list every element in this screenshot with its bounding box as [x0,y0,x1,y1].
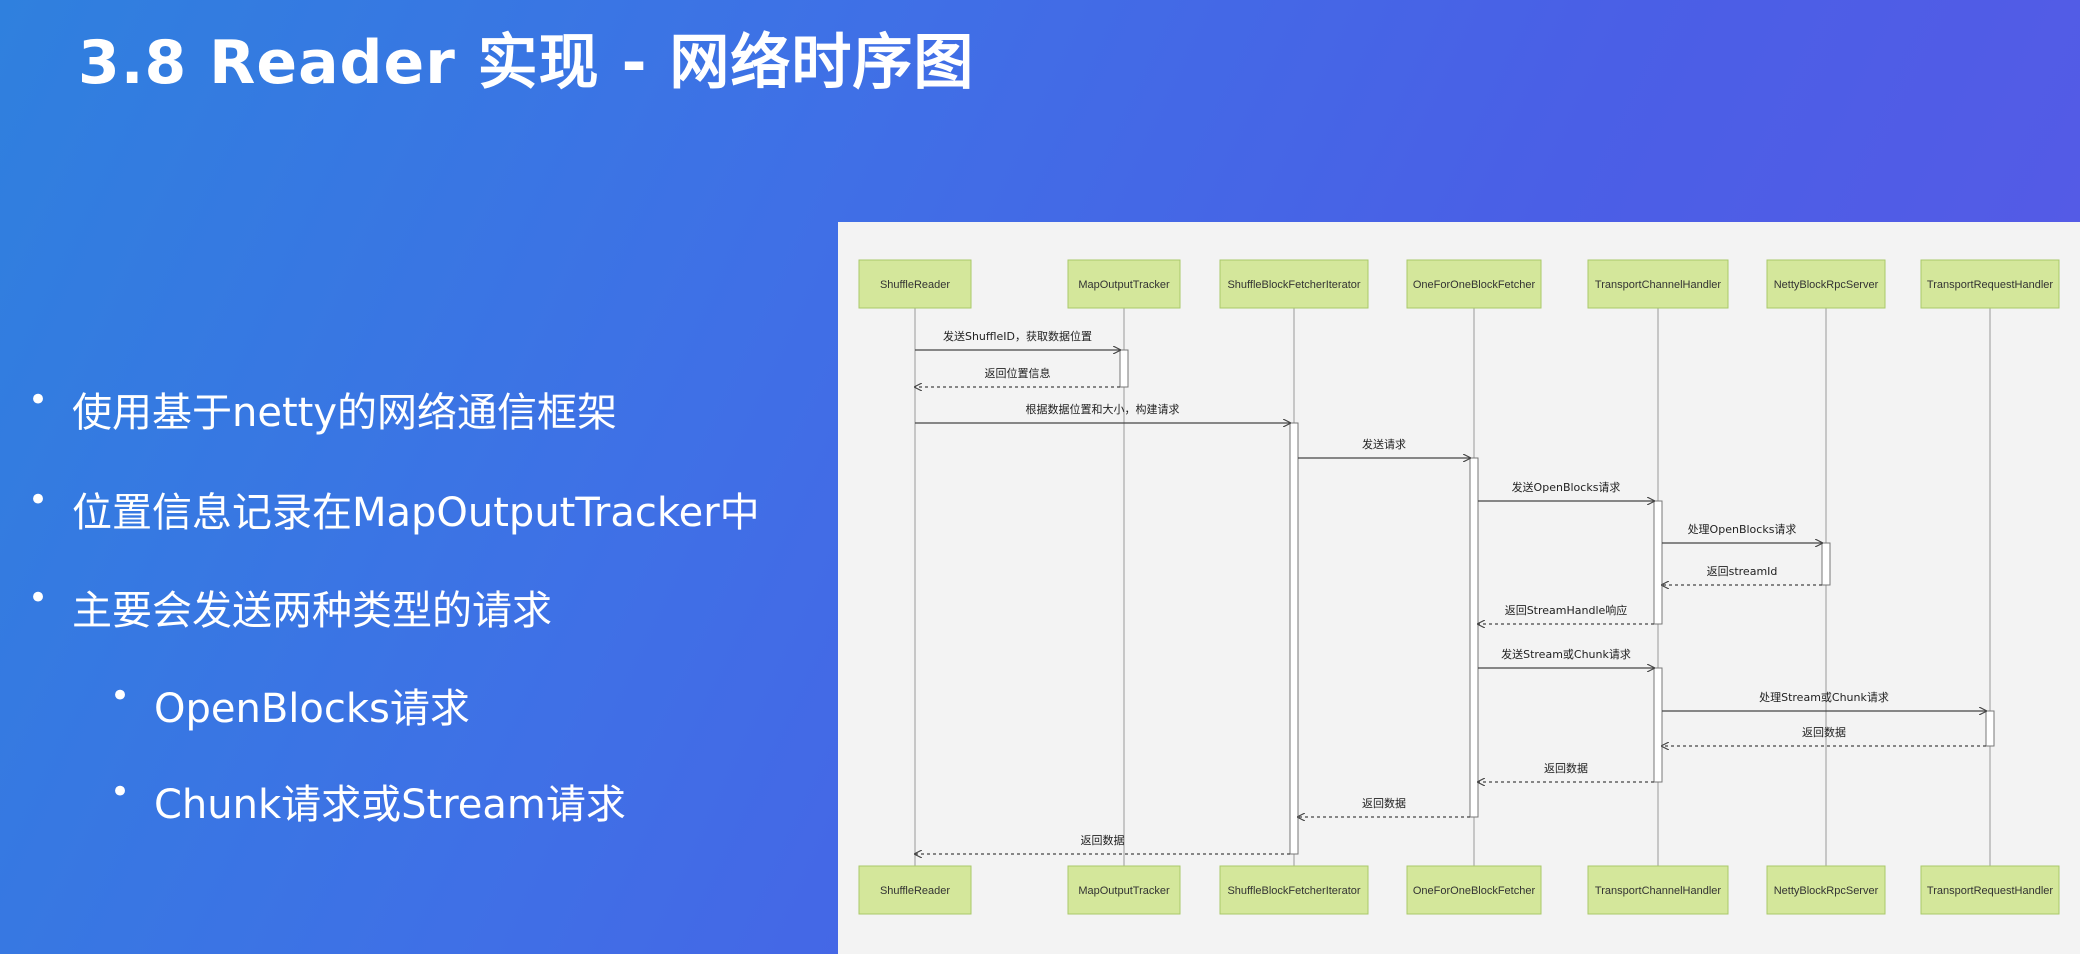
message-label: 返回数据 [1081,833,1125,847]
bullet-dot-icon: • [110,676,131,716]
message-label: 返回StreamHandle响应 [1505,603,1628,617]
bullet-item: • Chunk请求或Stream请求 [110,772,626,830]
message-label: 根据数据位置和大小，构建请求 [1026,402,1180,416]
activation-bar [1653,667,1663,783]
bullet-item: • OpenBlocks请求 [110,676,470,734]
bullet-item: • 位置信息记录在MapOutputTracker中 [28,480,760,538]
bullet-item: • 主要会发送两种类型的请求 [28,578,552,636]
bullet-dot-icon: • [28,380,49,420]
message-label: 发送ShuffleID，获取数据位置 [943,329,1092,343]
bullet-item: • 使用基于netty的网络通信框架 [28,380,617,438]
actor-label: MapOutputTracker [1078,279,1170,291]
message-label: 发送请求 [1362,437,1406,451]
actor-box-top [1587,259,1729,309]
message-label: 返回位置信息 [985,366,1051,380]
bullet-dot-icon: • [28,578,49,618]
actor-box-bottom [1219,865,1369,915]
message-label: 返回数据 [1802,725,1846,739]
actor-label: ShuffleReader [880,885,950,897]
bullet-text: 主要会发送两种类型的请求 [72,588,552,634]
bullet-text: 使用基于netty的网络通信框架 [72,390,617,436]
actor-label: NettyBlockRpcServer [1774,279,1879,291]
message-label: 处理Stream或Chunk请求 [1759,691,1889,704]
actor-label: ShuffleReader [880,279,950,291]
message-label: 处理OpenBlocks请求 [1688,523,1797,536]
actor-label: TransportChannelHandler [1595,885,1721,897]
activation-bar [1985,710,1995,747]
actor-label: ShuffleBlockFetcherIterator [1227,885,1360,897]
actor-box-top [1766,259,1886,309]
activation-bar [1289,422,1299,855]
bullet-text: OpenBlocks请求 [154,686,470,732]
actor-label: TransportRequestHandler [1927,279,2053,291]
actor-box-bottom [1920,865,2060,915]
activation-bar [1653,500,1663,625]
activation-bar [1469,457,1479,818]
sequence-diagram: ShuffleReaderShuffleReaderMapOutputTrack… [858,259,2060,915]
actor-box-top [1920,259,2060,309]
activation-bar [1119,349,1129,388]
message-label: 返回streamId [1707,565,1778,578]
bullet-dot-icon: • [28,480,49,520]
actor-box-bottom [1067,865,1181,915]
actor-box-top [858,259,972,309]
message-label: 返回数据 [1362,796,1406,810]
actor-label: TransportChannelHandler [1595,279,1721,291]
activation-bar [1821,542,1831,586]
bullet-list: • 使用基于netty的网络通信框架 • 位置信息记录在MapOutputTracke… [0,0,820,954]
actor-label: OneForOneBlockFetcher [1413,279,1536,291]
actor-box-top [1067,259,1181,309]
actor-box-bottom [1766,865,1886,915]
message-label: 返回数据 [1544,761,1588,775]
actor-label: OneForOneBlockFetcher [1413,885,1536,897]
actor-label: MapOutputTracker [1078,885,1170,897]
actor-box-bottom [858,865,972,915]
actor-label: ShuffleBlockFetcherIterator [1227,279,1360,291]
message-label: 发送OpenBlocks请求 [1512,480,1621,494]
bullet-text: Chunk请求或Stream请求 [154,782,626,828]
actor-label: NettyBlockRpcServer [1774,885,1879,897]
actor-box-top [1219,259,1369,309]
actor-label: TransportRequestHandler [1927,885,2053,897]
bullet-text: 位置信息记录在MapOutputTracker中 [72,490,760,536]
actor-box-top [1406,259,1542,309]
message-label: 发送Stream或Chunk请求 [1501,647,1631,661]
bullet-dot-icon: • [110,772,131,812]
actor-box-bottom [1587,865,1729,915]
slide-title: 3.8 Reader 实现 - 网络时序图 [78,28,975,98]
actor-box-bottom [1406,865,1542,915]
